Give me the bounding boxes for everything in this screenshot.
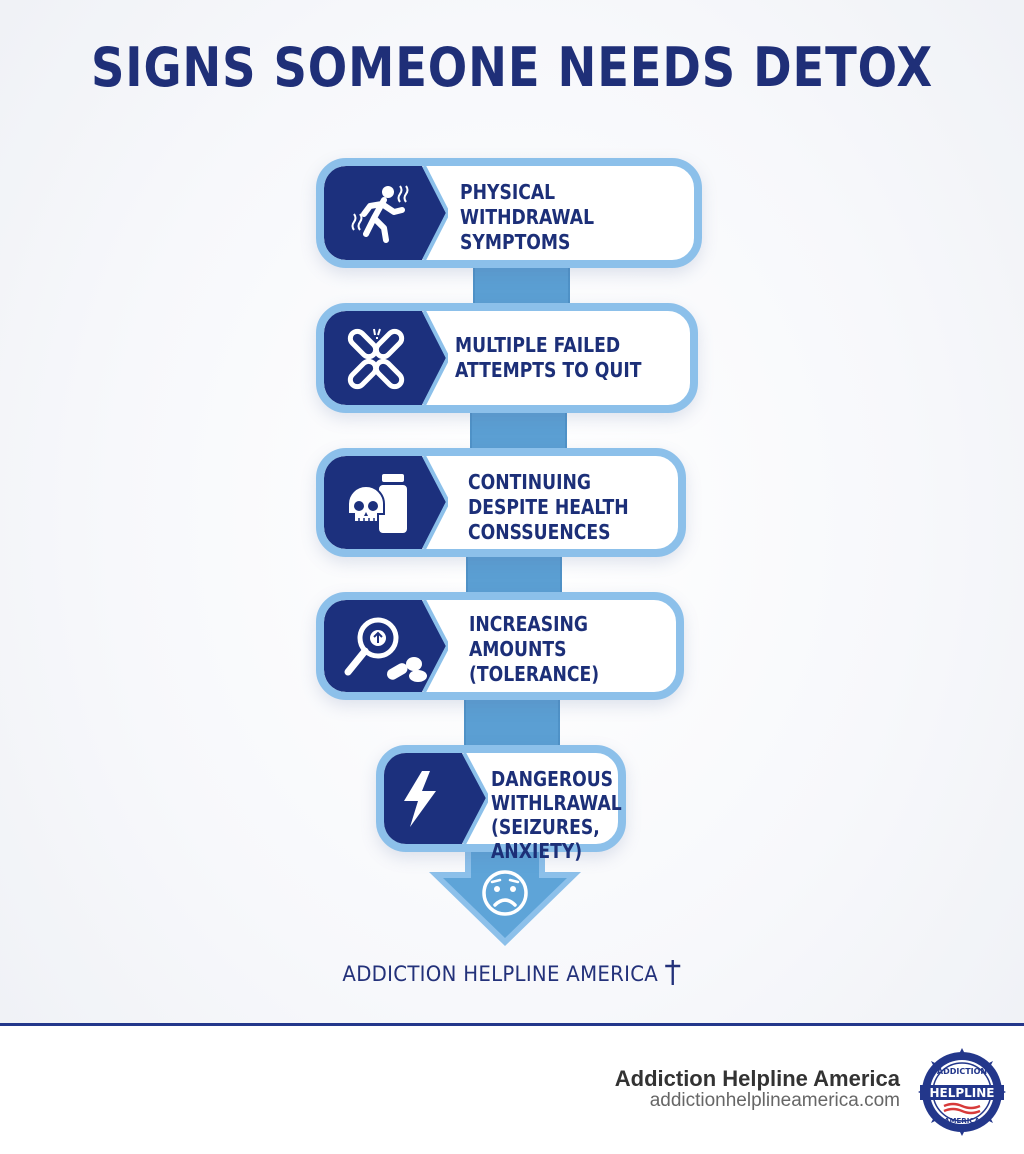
step-card-2: MULTIPLE FAILED ATTEMPTS TO QUIT [316, 303, 698, 413]
footer-brand-name: Addiction Helpline America [614, 1066, 900, 1091]
footer [0, 1026, 1024, 1154]
step-badge [324, 166, 420, 260]
brand-line: ADDICTION HELPLINE AMERICA [31, 958, 994, 986]
svg-text:AMERICA: AMERICA [944, 1117, 980, 1125]
step-text: INCREASING AMOUNTS (TOLERANCE) [469, 612, 600, 686]
step-text: DANGEROUS WITHLRAWAL (SEIZURES, ANXIETY) [491, 767, 622, 863]
step-badge [324, 600, 420, 692]
step-text: MULTIPLE FAILED ATTEMPTS TO QUIT [455, 333, 642, 382]
footer-divider [0, 1023, 1024, 1026]
magnifier-pills-icon [344, 617, 427, 682]
step-card-3: CONTINUING DESPITE HEALTH CONSSUENCES [316, 448, 686, 557]
step-card-4: INCREASING AMOUNTS (TOLERANCE) [316, 592, 684, 700]
connector-4 [464, 694, 560, 750]
page-title: SIGNS SOMEONE NEEDS DETOX [91, 36, 933, 99]
svg-text:HELPLINE: HELPLINE [929, 1086, 994, 1100]
lightning-icon [404, 771, 436, 827]
connector-3 [466, 551, 562, 597]
worried-face-icon [482, 870, 528, 916]
svg-text:ADDICTION: ADDICTION [937, 1067, 987, 1076]
cross-icon [665, 960, 681, 985]
down-arrow [425, 848, 585, 948]
footer-url[interactable]: addictionhelplineamerica.com [649, 1090, 900, 1111]
shaking-person-icon [351, 185, 409, 243]
step-card-1: PHYSICAL WITHDRAWAL SYMPTOMS [316, 158, 702, 268]
helpline-seal-logo: ADDICTION HELPLINE AMERICA [918, 1048, 1006, 1136]
connector-2 [470, 407, 567, 453]
step-text: CONTINUING DESPITE HEALTH CONSSUENCES [468, 470, 629, 544]
connector-1 [473, 262, 570, 308]
skull-bottle-icon [347, 474, 409, 535]
step-text: PHYSICAL WITHDRAWAL SYMPTOMS [460, 180, 595, 254]
step-card-5: DANGEROUS WITHLRAWAL (SEIZURES, ANXIETY) [376, 745, 626, 863]
broken-chain-icon [347, 328, 405, 390]
